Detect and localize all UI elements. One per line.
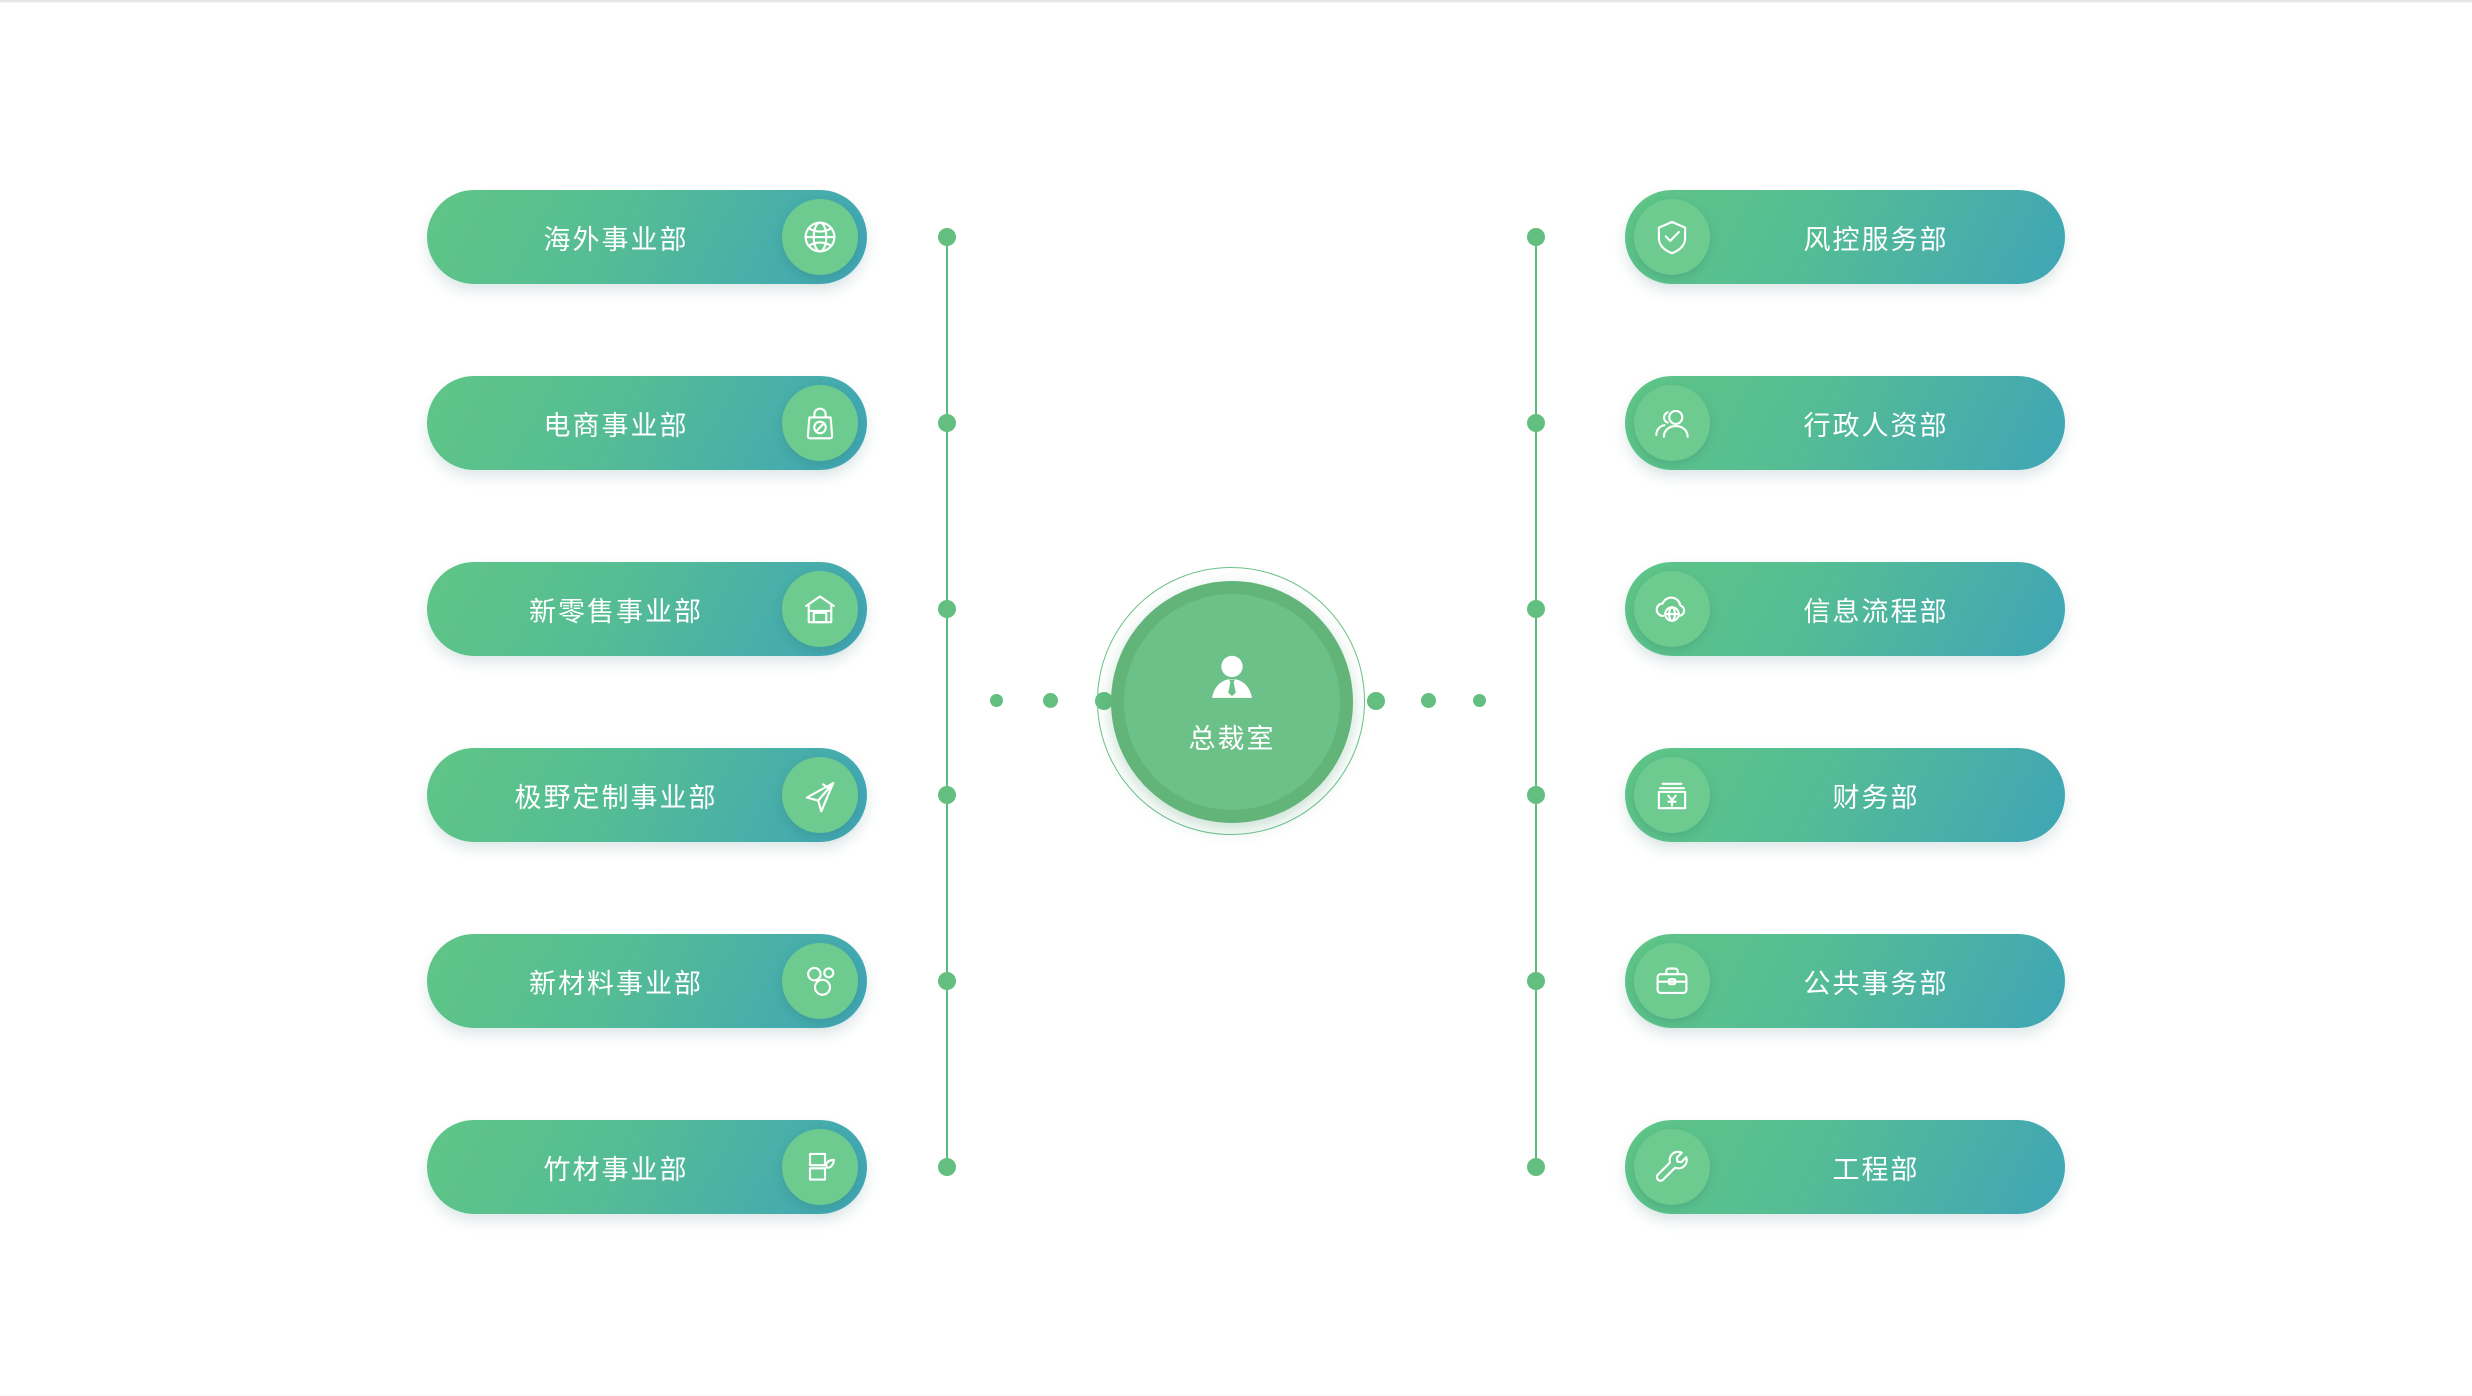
- users-icon: [1634, 385, 1710, 461]
- branch-label: 电商事业部: [543, 410, 689, 441]
- branch-node-left[interactable]: 极野定制事业部: [427, 748, 867, 842]
- hub-bead-right-inner: [1367, 692, 1385, 710]
- branch-node-left[interactable]: 新材料事业部: [427, 934, 867, 1028]
- hub-bead-right-mid: [1421, 693, 1436, 708]
- paper-plane-icon: [782, 757, 858, 833]
- hub-bead-left-outer: [990, 694, 1003, 707]
- hub-bead-right-outer: [1473, 694, 1486, 707]
- left-rail-dot: [938, 972, 956, 990]
- branch-node-left[interactable]: 新零售事业部: [427, 562, 867, 656]
- branch-label: 新材料事业部: [529, 968, 703, 999]
- branch-node-left[interactable]: 竹材事业部: [427, 1120, 867, 1214]
- cloud-globe-icon: [1634, 571, 1710, 647]
- branch-label: 公共事务部: [1803, 968, 1949, 999]
- right-rail-dot: [1527, 600, 1545, 618]
- hub-outer-ring: 总裁室: [1111, 581, 1353, 823]
- wrench-icon: [1634, 1129, 1710, 1205]
- center-node-president-office[interactable]: 总裁室: [1097, 567, 1365, 835]
- branch-label: 行政人资部: [1803, 410, 1949, 441]
- branch-label: 信息流程部: [1803, 596, 1949, 627]
- branch-label: 海外事业部: [543, 224, 689, 255]
- center-node-label: 总裁室: [1188, 723, 1276, 754]
- shopping-bag-icon: [782, 385, 858, 461]
- molecule-icon: [782, 943, 858, 1019]
- cash-box-icon: [1634, 757, 1710, 833]
- branch-label: 极野定制事业部: [514, 782, 718, 813]
- branch-label: 竹材事业部: [543, 1154, 689, 1185]
- right-rail-dot: [1527, 972, 1545, 990]
- left-rail-dot: [938, 1158, 956, 1176]
- globe-icon: [782, 199, 858, 275]
- bamboo-icon: [782, 1129, 858, 1205]
- right-rail-dot: [1527, 414, 1545, 432]
- left-rail-dot: [938, 228, 956, 246]
- hub-bead-left-mid: [1043, 693, 1058, 708]
- left-rail-dot: [938, 786, 956, 804]
- branch-node-right[interactable]: 工程部: [1625, 1120, 2065, 1214]
- bottom-divider: [0, 1394, 2472, 1396]
- hub-inner-disc: 总裁室: [1124, 594, 1340, 810]
- left-rail-dot: [938, 414, 956, 432]
- branch-label: 工程部: [1832, 1154, 1920, 1185]
- right-connector-rail: [1535, 237, 1537, 1168]
- left-rail-dot: [938, 600, 956, 618]
- branch-label: 新零售事业部: [529, 596, 703, 627]
- storefront-icon: [782, 571, 858, 647]
- branch-label: 风控服务部: [1803, 224, 1949, 255]
- briefcase-icon: [1634, 943, 1710, 1019]
- branch-node-left[interactable]: 电商事业部: [427, 376, 867, 470]
- top-divider: [0, 0, 2472, 3]
- branch-node-right[interactable]: 行政人资部: [1625, 376, 2065, 470]
- right-rail-dot: [1527, 1158, 1545, 1176]
- branch-label: 财务部: [1832, 782, 1920, 813]
- right-rail-dot: [1527, 786, 1545, 804]
- right-rail-dot: [1527, 228, 1545, 246]
- branch-node-right[interactable]: 公共事务部: [1625, 934, 2065, 1028]
- branch-node-right[interactable]: 信息流程部: [1625, 562, 2065, 656]
- left-connector-rail: [946, 237, 948, 1168]
- shield-check-icon: [1634, 199, 1710, 275]
- branch-node-left[interactable]: 海外事业部: [427, 190, 867, 284]
- branch-node-right[interactable]: 风控服务部: [1625, 190, 2065, 284]
- branch-node-right[interactable]: 财务部: [1625, 748, 2065, 842]
- executive-person-icon: [1201, 649, 1263, 711]
